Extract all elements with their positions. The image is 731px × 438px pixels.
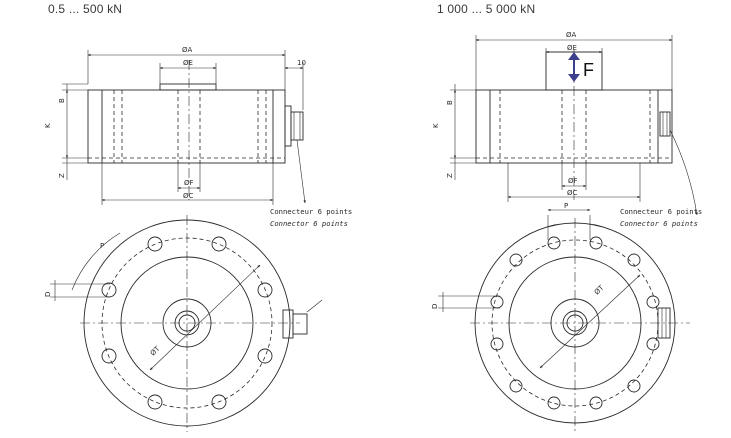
left-dim-z: Z <box>58 173 66 178</box>
right-dim-c: ØC <box>567 189 578 197</box>
right-dim-b: B <box>446 100 454 105</box>
left-dim-d: D <box>44 292 52 297</box>
right-dim-k: K <box>432 123 440 128</box>
left-dim-t: ØT <box>149 344 162 357</box>
right-range-title: 1 000 ... 5 000 kN <box>437 2 536 16</box>
left-dim-b: B <box>58 98 66 103</box>
force-label: F <box>583 60 594 80</box>
left-dim-f: ØF <box>184 179 194 187</box>
right-plan-view <box>438 208 690 432</box>
left-body-outline <box>87 89 286 164</box>
left-side-view <box>62 50 306 205</box>
right-side-view <box>450 35 698 216</box>
right-dim-a: ØA <box>566 31 577 39</box>
left-plan-view <box>50 215 323 432</box>
right-connector-fr: Connecteur 6 points <box>620 207 702 216</box>
left-dim-c: ØC <box>183 192 194 200</box>
left-dim-10: 10 <box>297 59 306 67</box>
left-dim-k: K <box>44 123 52 128</box>
right-connector-en: Connector 6 points <box>620 219 698 228</box>
left-dim-p: P <box>100 242 104 250</box>
right-dim-e: ØE <box>567 44 577 52</box>
right-dim-d: D <box>431 304 439 309</box>
right-dim-f: ØF <box>568 177 578 185</box>
force-arrow-down <box>568 74 580 82</box>
force-arrow-up <box>568 52 580 60</box>
left-top-boss <box>159 83 217 91</box>
left-dim-e: ØE <box>183 59 193 67</box>
right-dim-t: ØT <box>593 283 606 296</box>
left-connector-fr: Connecteur 6 points <box>270 207 352 216</box>
right-bolt-holes <box>490 236 660 410</box>
right-dim-z: Z <box>446 173 454 178</box>
left-dim-a: ØA <box>182 46 193 54</box>
left-range-title: 0.5 ... 500 kN <box>48 2 123 16</box>
right-dim-p: P <box>564 202 568 210</box>
left-connector-en: Connector 6 points <box>270 219 348 228</box>
